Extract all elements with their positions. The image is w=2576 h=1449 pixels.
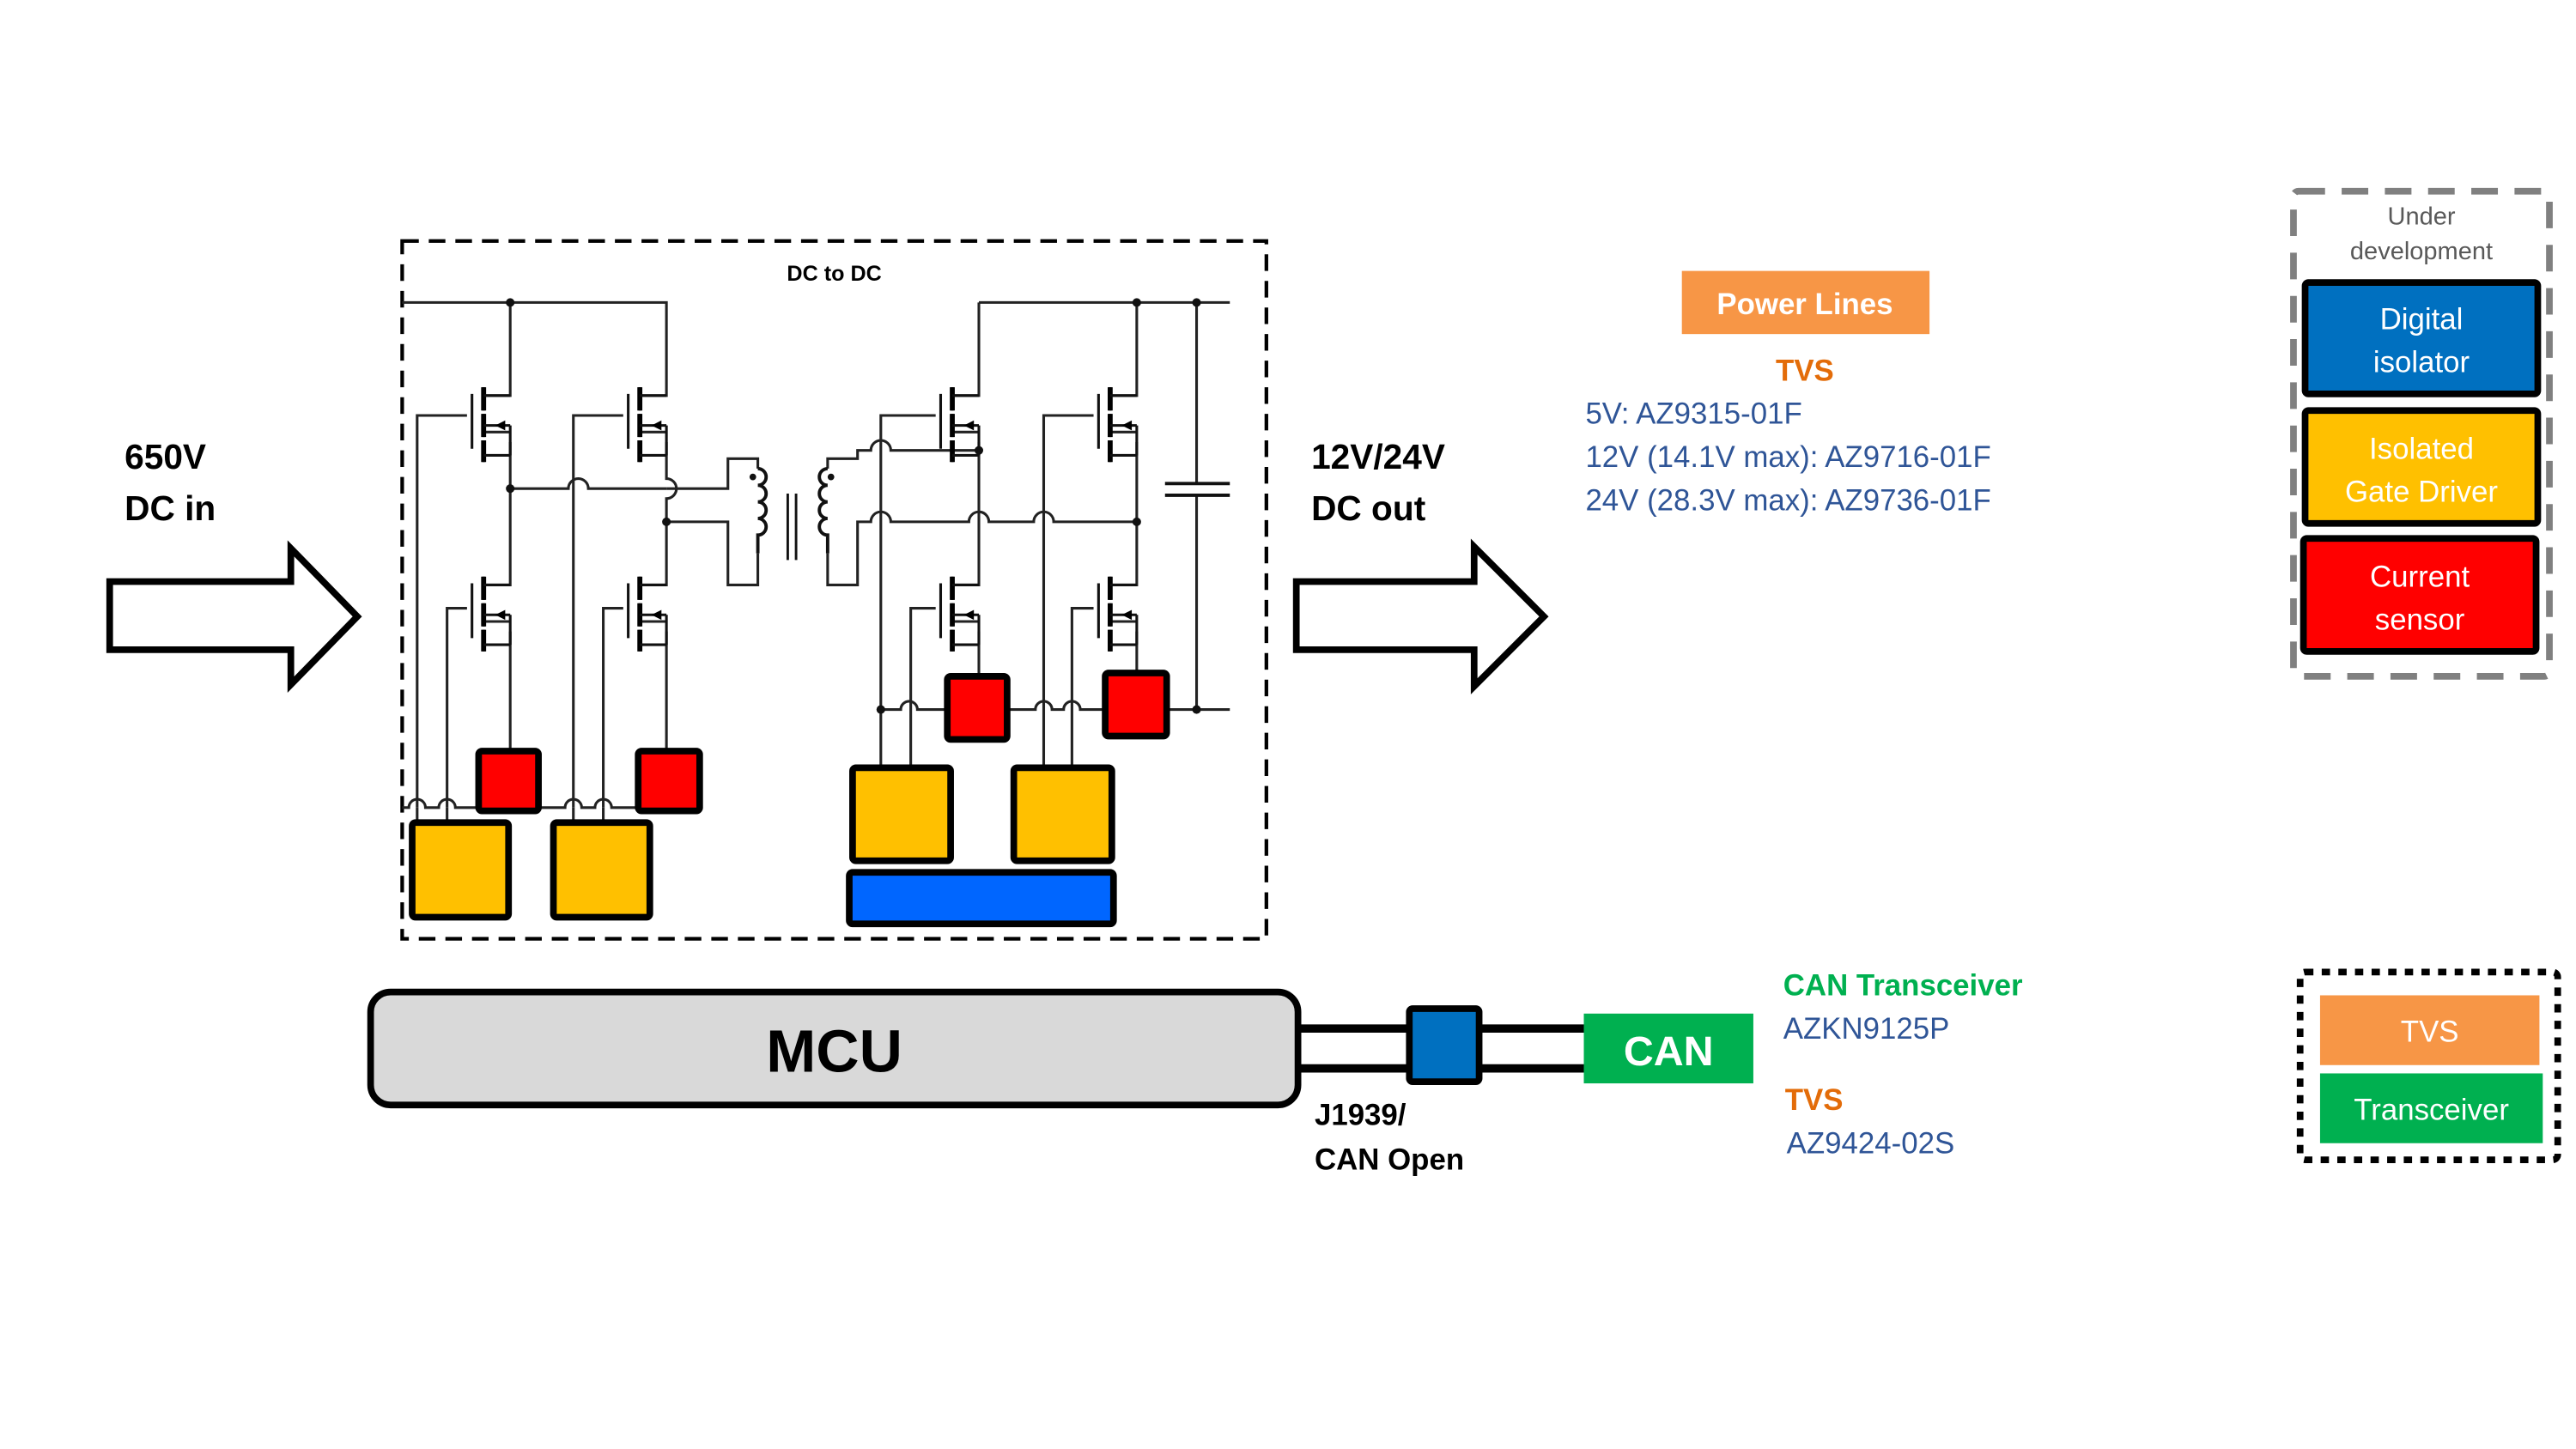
- converter-title: DC to DC: [787, 262, 881, 286]
- dc-dc-converter: DC to DC: [400, 239, 1268, 941]
- can-transceiver-part: AZKN9125P: [1783, 1012, 1950, 1046]
- legend-gate-driver-swatch: [2301, 407, 2542, 527]
- mosfet-icon: [471, 576, 512, 652]
- legend-dev-title-line1: Under: [2387, 203, 2455, 230]
- legend-dev-boundary: [2290, 187, 2553, 680]
- legend-gate-driver-line2: Gate Driver: [2345, 476, 2498, 509]
- legend-transceiver-label: Transceiver: [2354, 1094, 2509, 1127]
- output-arrow-icon: [1292, 538, 1549, 694]
- power-line-part: 24V (28.3V max): AZ9736-01F: [1585, 483, 1990, 517]
- current-sensor-block: [944, 673, 1011, 743]
- gate-driver-block: [1010, 764, 1115, 864]
- mcu-block: [367, 988, 1302, 1109]
- circuit-wiring: [402, 300, 1230, 827]
- gate-driver-block: [849, 764, 954, 864]
- legend-current-sensor-swatch: [2300, 535, 2540, 655]
- legend-transceiver-swatch: [2319, 1073, 2543, 1143]
- mcu-label: MCU: [766, 1018, 902, 1085]
- power-lines-header: Power Lines: [1716, 288, 1893, 321]
- input-type-label: DC in: [125, 488, 216, 528]
- input-arrow-icon: [106, 540, 362, 694]
- output-type-label: DC out: [1311, 488, 1426, 528]
- mosfet-icon: [627, 387, 668, 463]
- legend-current-sensor-line2: sensor: [2375, 603, 2465, 637]
- legend-under-development: Under development Digital isolator Isola…: [2290, 187, 2553, 680]
- transformer-icon: [749, 467, 835, 561]
- dc-input: 650V DC in: [106, 437, 362, 694]
- legend-gate-driver-line1: Isolated: [2369, 432, 2474, 465]
- mosfet-icon: [939, 387, 981, 463]
- current-sensor-block: [1102, 670, 1170, 740]
- digital-isolator-block: [846, 869, 1117, 928]
- gate-driver-block: [409, 819, 513, 921]
- mosfet-icon: [1097, 576, 1139, 652]
- current-sensor-block: [635, 748, 703, 815]
- mosfet-icon: [471, 387, 512, 463]
- can-transceiver-block: [1583, 1013, 1753, 1084]
- legend-dev-title-line2: development: [2350, 238, 2493, 265]
- mosfet-icon: [939, 576, 981, 652]
- legend-tvs-swatch: [2319, 995, 2540, 1065]
- legend-digital-isolator-swatch: [2301, 279, 2542, 397]
- legend-products-boundary: [2296, 968, 2561, 1163]
- can-info: CAN Transceiver AZKN9125P TVS AZ9424-02S: [1783, 968, 2023, 1160]
- input-voltage-label: 650V: [125, 437, 206, 476]
- mosfet-icons: [471, 387, 1139, 652]
- protocol-label-line2: CAN Open: [1315, 1143, 1464, 1177]
- converter-boundary: [400, 239, 1268, 941]
- mosfet-icon: [1097, 387, 1139, 463]
- bus-tvs-block: [1406, 1005, 1483, 1085]
- gate-driver-block: [550, 819, 653, 921]
- legend-current-sensor-line1: Current: [2370, 560, 2470, 593]
- power-line-part: 12V (14.1V max): AZ9716-01F: [1585, 440, 1990, 474]
- legend-digital-isolator-line2: isolator: [2373, 346, 2470, 379]
- legend-products: TVS Transceiver: [2296, 968, 2561, 1163]
- power-lines-info: Power Lines TVS 5V: AZ9315-01F 12V (14.1…: [1585, 270, 1991, 517]
- power-line-part: 5V: AZ9315-01F: [1585, 397, 1801, 431]
- can-label: CAN: [1624, 1028, 1714, 1075]
- can-transceiver-title: CAN Transceiver: [1783, 968, 2023, 1002]
- legend-digital-isolator-line1: Digital: [2380, 302, 2464, 336]
- output-voltage-label: 12V/24V: [1311, 437, 1445, 476]
- protocol-label-line1: J1939/: [1315, 1098, 1406, 1131]
- legend-tvs-label: TVS: [2401, 1016, 2459, 1049]
- power-lines-header-box: [1681, 270, 1930, 335]
- junction-dots: [506, 298, 1201, 714]
- current-sensor-block: [475, 748, 542, 815]
- mcu-can-section: MCU CAN J1939/ CAN Open: [367, 988, 1753, 1177]
- dc-output: 12V/24V DC out: [1292, 437, 1549, 694]
- mosfet-icon: [627, 576, 668, 652]
- can-tvs-part: AZ9424-02S: [1787, 1126, 1955, 1160]
- can-tvs-title: TVS: [1785, 1083, 1844, 1117]
- power-lines-tvs-title: TVS: [1776, 354, 1834, 387]
